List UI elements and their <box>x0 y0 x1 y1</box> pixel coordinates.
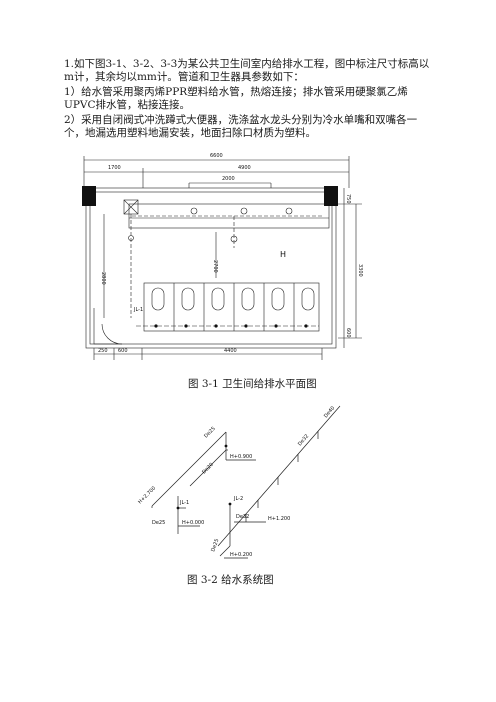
plan-drawing: 6600 1700 4900 2000 2800 2700 3300 750 6… <box>82 153 363 360</box>
dim-bottom-total: 4400 <box>224 348 237 354</box>
label-elev-left: H+0.000 <box>182 520 204 526</box>
label-de25-top: De25 <box>203 426 217 440</box>
dim-mid-vertical: 2700 <box>212 260 218 273</box>
intro-paragraph: 1.如下图3-1、3-2、3-3为某公共卫生间室内给排水工程，图中标注尺寸标高以… <box>64 58 430 83</box>
label-elev-mid: H+0.900 <box>230 454 252 460</box>
dim-inner: 2000 <box>222 176 235 182</box>
dim-right-vertical: 3300 <box>357 264 363 277</box>
label-elev-low: H+0.200 <box>230 552 252 558</box>
dim-right-top: 750 <box>345 194 351 204</box>
label-de32: De32 <box>236 514 249 520</box>
column-right <box>324 186 338 206</box>
label-de25-left: De25 <box>152 520 165 526</box>
dim-total-width: 6600 <box>210 153 223 159</box>
label-de32-diag: De32 <box>297 433 310 447</box>
label-h: H+2.700 <box>137 485 157 505</box>
dim-seg-right: 4900 <box>238 165 251 171</box>
item-1-paragraph: 1）给水管采用聚丙烯PPR塑料给水管，热熔连接；排水管采用硬聚氯乙烯UPVC排水… <box>64 86 408 111</box>
label-de25-low: De25 <box>210 538 220 553</box>
label-jl1: JL-1 <box>179 500 189 506</box>
figure-1-caption: 图 3-1 卫生间给排水平面图 <box>188 378 317 390</box>
label-de20-mid: De20 <box>201 462 215 476</box>
item-2-paragraph: 2）采用自闭阀式冲洗蹲式大便器，洗涤盆水龙头分别为冷水单嘴和双嘴各一个，地漏选用… <box>64 114 418 139</box>
dim-bottom-a: 250 <box>98 348 108 354</box>
room-mark: H <box>280 250 286 259</box>
label-jl2: JL-2 <box>233 496 243 502</box>
dim-bottom-b: 600 <box>118 348 128 354</box>
system-diagram: De25 H+2.700 De20 H+0.900 JL-1 De25 H+0.… <box>137 405 341 559</box>
column-left <box>82 186 96 206</box>
dim-right-bottom: 600 <box>345 328 351 338</box>
dim-seg-left: 1700 <box>108 165 121 171</box>
pipe-label-jl: JL-1 <box>133 307 143 313</box>
label-elev-right: H+1.200 <box>268 516 290 522</box>
dim-left-vertical: 2800 <box>100 272 106 285</box>
figure-2-caption: 图 3-2 给水系统图 <box>187 574 274 586</box>
